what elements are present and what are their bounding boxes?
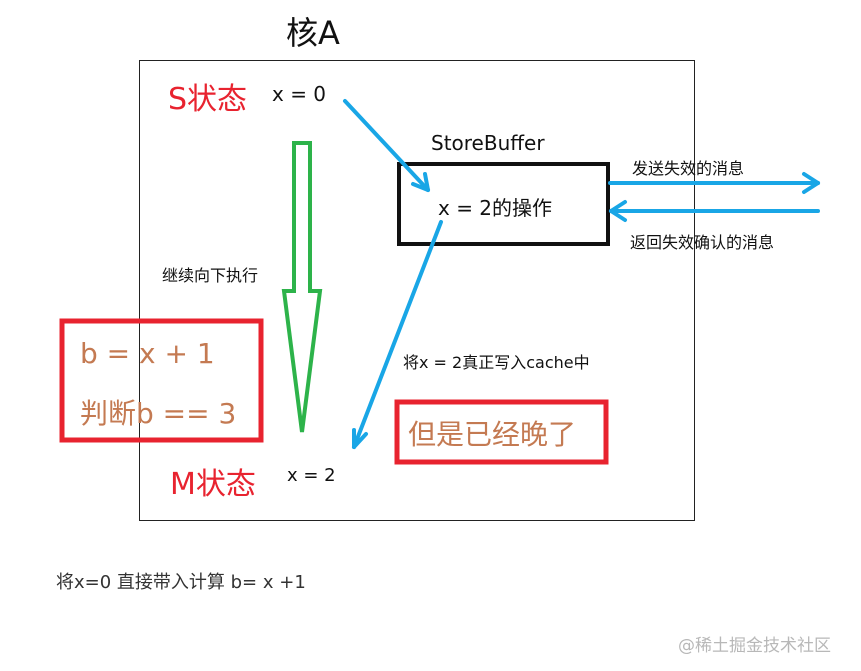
state-s-label: S状态	[168, 82, 248, 117]
too-late-box	[394, 399, 609, 465]
arrow-s-to-storebuffer	[343, 99, 430, 192]
store-buffer-content: x = 2的操作	[438, 196, 553, 220]
watermark: @稀土掘金技术社区	[678, 636, 831, 656]
store-buffer-title: StoreBuffer	[431, 131, 545, 155]
send-invalidate-label: 发送失效的消息	[632, 159, 745, 178]
arrow-ack-invalidate	[609, 200, 820, 222]
calc-line-2: 判断b == 3	[80, 397, 237, 430]
continue-label: 继续向下执行	[162, 266, 259, 285]
store-buffer-box	[397, 162, 610, 246]
state-m-value: x = 2	[287, 465, 336, 486]
arrow-storebuffer-to-m	[352, 220, 443, 449]
ack-invalidate-label: 返回失效确认的消息	[630, 233, 775, 252]
core-frame	[139, 60, 695, 521]
continue-arrow	[281, 141, 323, 433]
state-m-label: M状态	[170, 467, 256, 502]
state-s-value: x = 0	[272, 82, 327, 106]
arrow-send-invalidate	[608, 172, 820, 194]
calc-line-1: b = x + 1	[80, 337, 215, 370]
write-cache-label: 将x = 2真正写入cache中	[403, 353, 590, 372]
calc-box	[59, 318, 264, 443]
core-title: 核A	[286, 14, 340, 52]
too-late-label: 但是已经晚了	[408, 418, 577, 451]
caption: 将x=0 直接带入计算 b= x +1	[56, 572, 306, 593]
